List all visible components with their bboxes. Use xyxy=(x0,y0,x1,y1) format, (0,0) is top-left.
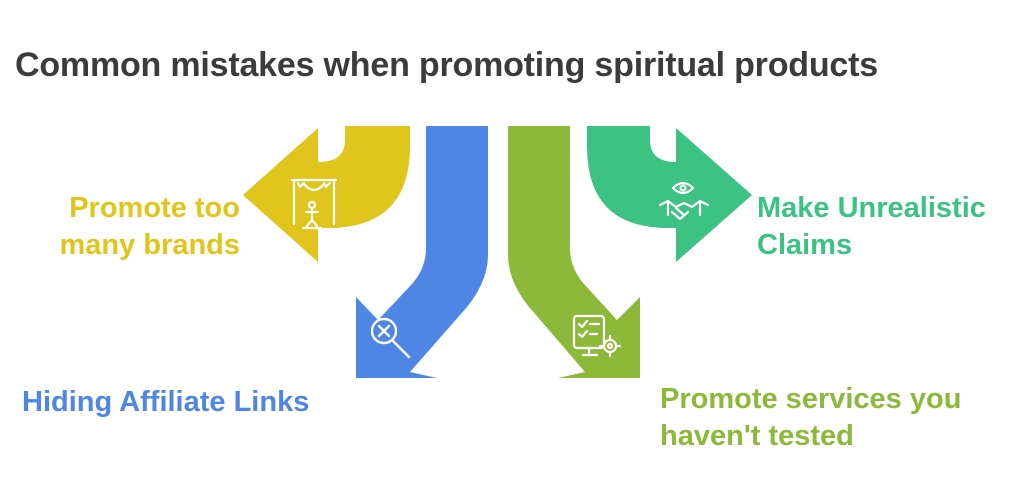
green-arrow xyxy=(508,126,640,378)
stage-performance-icon xyxy=(290,178,338,230)
label-line: Hiding Affiliate Links xyxy=(22,386,310,418)
label-line: Promote too xyxy=(69,192,240,224)
label-make-unrealistic-claims: Make Unrealistic Claims xyxy=(757,190,986,264)
label-line: haven't tested xyxy=(660,420,854,452)
page-title: Common mistakes when promoting spiritual… xyxy=(15,46,878,84)
teal-arrow xyxy=(587,126,752,262)
label-promote-untested-services: Promote services you haven't tested xyxy=(660,381,961,455)
blue-arrow xyxy=(356,126,488,378)
search-x-icon xyxy=(370,317,411,359)
label-hiding-affiliate-links: Hiding Affiliate Links xyxy=(22,384,309,421)
yellow-arrow xyxy=(243,126,410,262)
label-line: Promote services you xyxy=(660,383,962,415)
label-promote-too-many-brands: Promote too many brands xyxy=(60,190,241,264)
eye-handshake-icon xyxy=(658,181,710,221)
label-line: many brands xyxy=(59,229,241,261)
checklist-gear-icon xyxy=(572,314,622,358)
label-line: Claims xyxy=(757,229,853,261)
label-line: Make Unrealistic xyxy=(757,192,986,224)
